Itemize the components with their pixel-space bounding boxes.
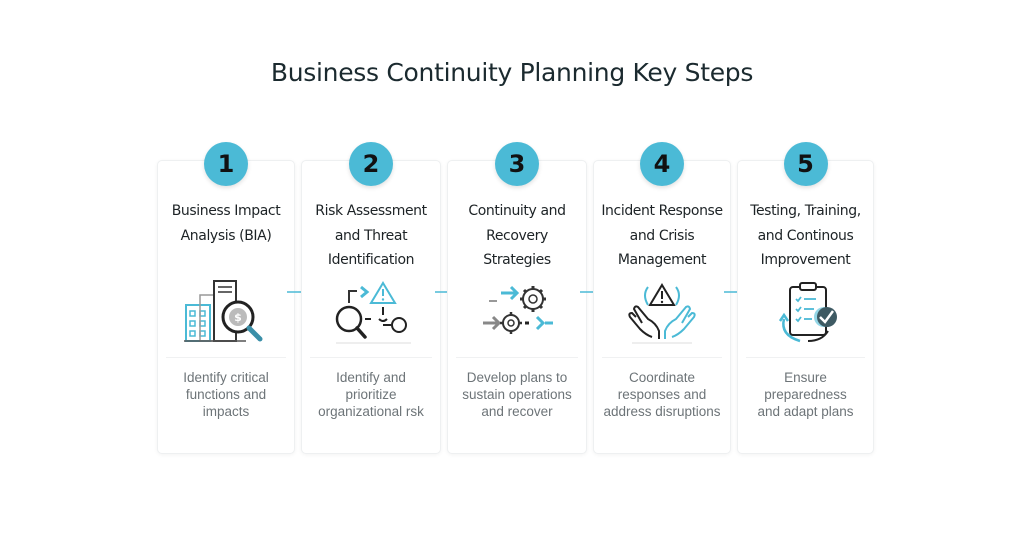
step-number-badge: 4 xyxy=(640,142,684,186)
step-description: Coordinate responses and address disrupt… xyxy=(603,370,721,419)
page-title: Business Continuity Planning Key Steps xyxy=(270,58,754,87)
step-card-4: 4 Incident Response and Crisis Managemen… xyxy=(593,142,731,454)
risk-magnifier-warning-icon xyxy=(310,273,432,358)
step-heading: Incident Response and Crisis Management xyxy=(601,203,723,268)
step-description: Identify and prioritize organizational r… xyxy=(318,370,424,419)
step-heading: Testing, Training, and Continous Improve… xyxy=(750,203,861,268)
step-heading: Risk Assessment and Threat Identificatio… xyxy=(315,203,427,268)
step-description: Identify critical functions and impacts xyxy=(183,370,269,419)
step-description: Ensure preparedness and adapt plans xyxy=(757,370,854,419)
gears-arrows-icon xyxy=(456,273,578,358)
step-number-badge: 1 xyxy=(204,142,248,186)
step-card-5: 5 Testing, Training, and Continous Impro… xyxy=(737,142,874,454)
hands-warning-icon xyxy=(602,273,722,358)
step-heading: Business Impact Analysis (BIA) xyxy=(171,203,281,244)
building-magnifier-dollar-icon: $ xyxy=(166,273,286,358)
svg-text:$: $ xyxy=(234,311,242,324)
step-heading: Continuity and Recovery Strategies xyxy=(468,203,566,268)
step-card-1: 1 Business Impact Analysis (BIA) $ Ident… xyxy=(157,142,295,454)
step-description: Develop plans to sustain operations and … xyxy=(462,370,572,419)
step-number-badge: 3 xyxy=(495,142,539,186)
clipboard-check-cycle-icon xyxy=(746,273,865,358)
step-card-2: 2 Risk Assessment and Threat Identificat… xyxy=(301,142,441,454)
step-card-3: 3 Continuity and Recovery Strategies xyxy=(447,142,587,454)
step-number-badge: 2 xyxy=(349,142,393,186)
step-number-badge: 5 xyxy=(783,142,828,186)
